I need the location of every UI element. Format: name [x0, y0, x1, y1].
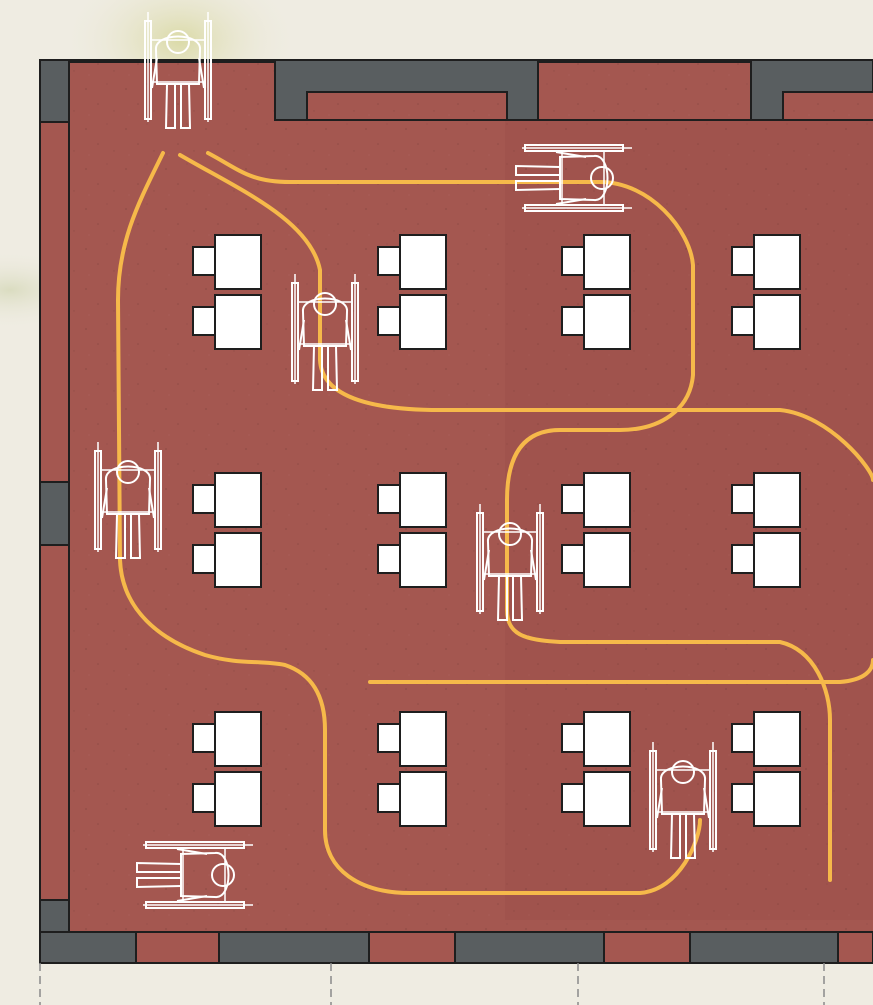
path-route-2 [178, 153, 873, 482]
path-route-3 [206, 151, 832, 882]
dimension-lines [39, 963, 825, 1005]
circulation-paths [115, 151, 873, 895]
path-route-1 [115, 151, 702, 895]
walls [39, 59, 873, 964]
